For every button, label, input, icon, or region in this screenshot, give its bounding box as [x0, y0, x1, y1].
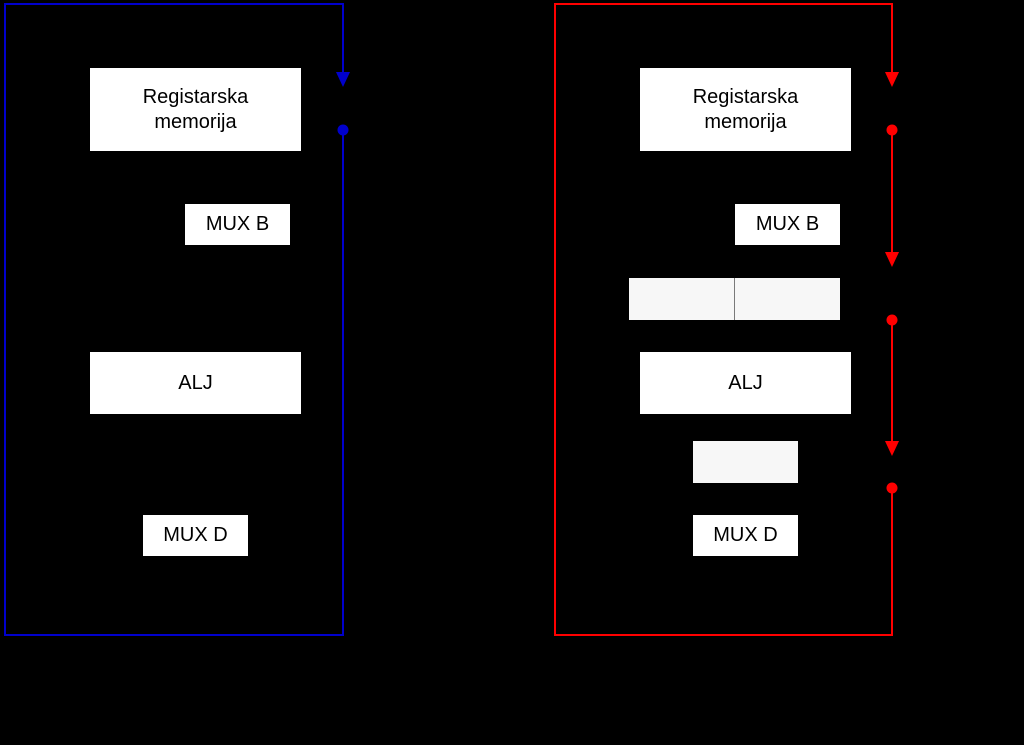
right-pipeline-register-2 — [693, 441, 798, 483]
right-clock-arrow-1-icon — [885, 72, 899, 87]
left-register-memory: Registarska memorija — [90, 68, 301, 151]
right-loop-wire-top — [554, 3, 893, 636]
left-mux-d: MUX D — [143, 515, 248, 556]
right-alu: ALJ — [640, 352, 851, 414]
right-register-memory: Registarska memorija — [640, 68, 851, 151]
right-mux-b: MUX B — [735, 204, 840, 245]
left-loop-wire — [4, 3, 344, 636]
right-clock-arrow-3-icon — [885, 441, 899, 456]
right-clock-dot-2-icon — [886, 314, 898, 326]
left-clock-arrow-icon — [336, 72, 350, 87]
right-datapath-loop — [554, 3, 899, 636]
left-alu: ALJ — [90, 352, 301, 414]
left-clock-dot-icon — [337, 124, 349, 136]
right-clock-dot-1-icon — [886, 124, 898, 136]
right-clock-arrow-2-icon — [885, 252, 899, 267]
right-pipeline-register-1-divider — [734, 278, 735, 320]
right-mux-d: MUX D — [693, 515, 798, 556]
left-mux-b: MUX B — [185, 204, 290, 245]
right-clock-dot-3-icon — [886, 482, 898, 494]
left-datapath-loop — [4, 3, 350, 636]
